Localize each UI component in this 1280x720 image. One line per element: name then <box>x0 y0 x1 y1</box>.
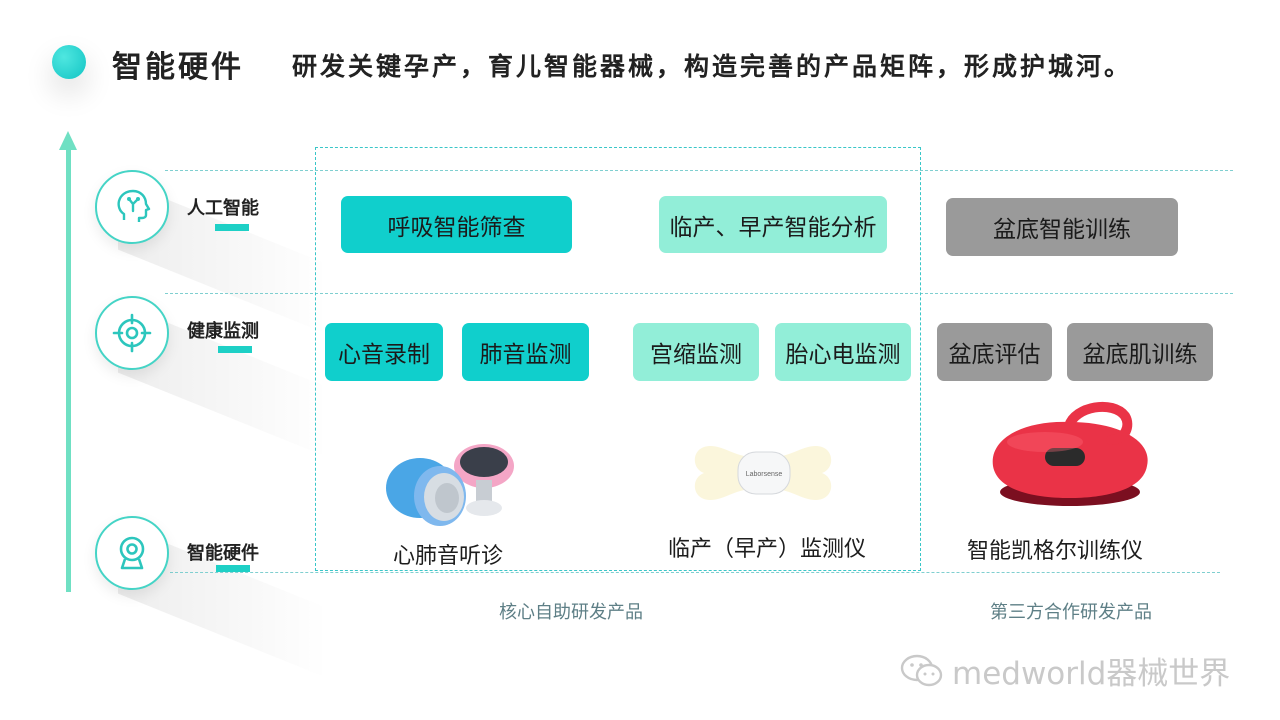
row-icon-ai <box>95 170 169 244</box>
row-separator-line <box>170 572 1220 573</box>
box-labor-analysis: 临产、早产智能分析 <box>659 196 887 253</box>
box-fetal-ecg: 胎心电监测 <box>775 323 911 381</box>
group-label-core: 核心自助研发产品 <box>499 602 643 623</box>
row-label-underline <box>216 565 250 572</box>
watermark: medworld器械世界 <box>900 648 1230 693</box>
stethoscope-device-icon <box>386 444 514 526</box>
row-icon-hardware <box>95 516 169 590</box>
box-lung-sound: 肺音监测 <box>462 323 589 381</box>
caption-kegel-trainer: 智能凯格尔训练仪 <box>967 539 1144 564</box>
kegel-trainer-device-icon <box>992 402 1148 506</box>
patch-brand-text: Laborsense <box>746 471 783 478</box>
caption-labor-monitor: 临产（早产）监测仪 <box>668 537 867 562</box>
labor-monitor-patch-icon: Laborsense <box>694 446 832 500</box>
axis-arrow-up-icon <box>59 131 77 150</box>
vertical-axis-line <box>66 148 71 592</box>
header-bullet-dot <box>52 45 86 79</box>
row-separator-line <box>165 170 1233 171</box>
target-crosshair-icon <box>112 313 152 353</box>
row-label-ai: 人工智能 <box>187 198 259 219</box>
page-subtitle: 研发关键孕产，育儿智能器械，构造完善的产品矩阵，形成护城河。 <box>292 52 1133 81</box>
row-icon-monitoring <box>95 296 169 370</box>
webcam-device-icon <box>119 536 145 570</box>
page-title: 智能硬件 <box>112 50 244 85</box>
caption-stethoscope: 心肺音听诊 <box>393 544 504 569</box>
row-label-underline <box>215 224 249 231</box>
box-pelvic-muscle-training: 盆底肌训练 <box>1067 323 1213 381</box>
core-products-frame <box>315 147 921 571</box>
row-label-monitoring: 健康监测 <box>187 321 259 342</box>
box-breath-screening: 呼吸智能筛查 <box>341 196 572 253</box>
box-pelvic-training-ai: 盆底智能训练 <box>946 198 1178 256</box>
ai-head-icon <box>117 189 151 222</box>
box-heart-sound: 心音录制 <box>325 323 443 381</box>
row-label-underline <box>218 346 252 353</box>
box-pelvic-assessment: 盆底评估 <box>937 323 1052 381</box>
group-label-third-party: 第三方合作研发产品 <box>990 602 1152 623</box>
watermark-text: medworld器械世界 <box>952 656 1231 692</box>
wechat-icon <box>900 654 943 686</box>
row-separator-line <box>165 293 1233 294</box>
box-contraction: 宫缩监测 <box>633 323 759 381</box>
row-label-hardware: 智能硬件 <box>187 543 259 564</box>
